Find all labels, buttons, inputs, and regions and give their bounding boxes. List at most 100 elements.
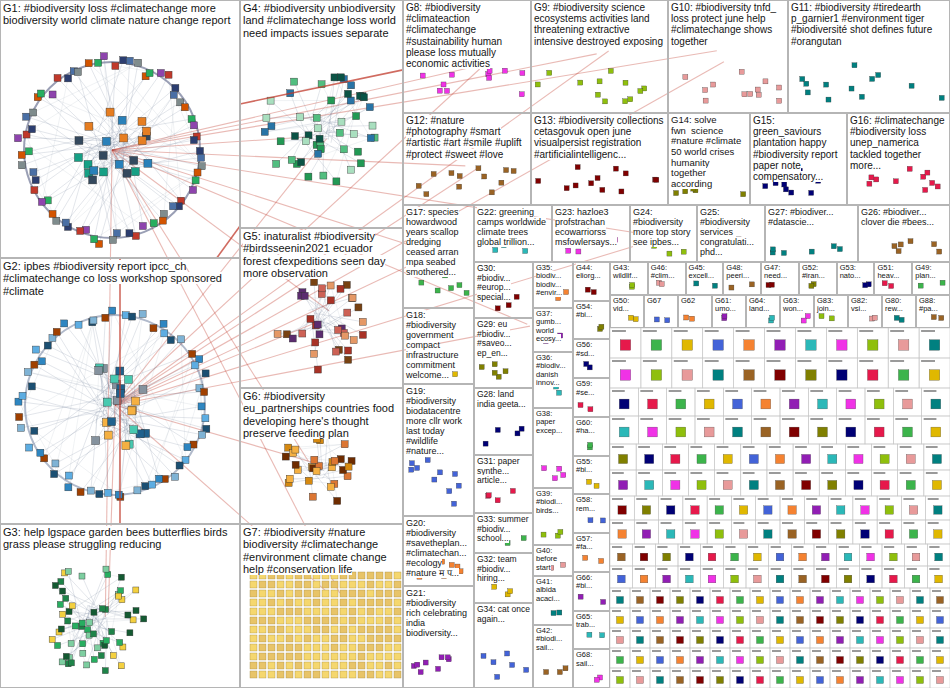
network-glyph <box>732 610 741 612</box>
network-glyph <box>16 413 23 420</box>
network-glyph <box>669 390 682 392</box>
network-glyph <box>313 653 320 660</box>
network-glyph <box>202 370 209 377</box>
network-glyph <box>725 418 738 420</box>
network-glyph <box>87 487 94 494</box>
network-glyph <box>678 566 701 588</box>
network-glyph <box>889 575 897 583</box>
network-glyph <box>30 169 37 176</box>
network-glyph <box>181 104 188 111</box>
network-glyph <box>695 388 723 416</box>
network-glyph <box>912 610 921 612</box>
network-glyph <box>910 608 930 628</box>
network-glyph <box>730 588 750 608</box>
network-glyph <box>908 239 913 244</box>
network-glyph <box>541 532 546 537</box>
network-glyph <box>118 147 201 167</box>
network-glyph <box>323 97 364 175</box>
network-glyph <box>818 427 828 437</box>
network-glyph <box>192 177 199 184</box>
network-glyph <box>859 544 882 566</box>
network-glyph <box>603 99 608 104</box>
network-glyph <box>305 173 312 180</box>
network-glyph <box>814 544 837 566</box>
network-glyph <box>924 418 937 420</box>
network-glyph <box>882 566 905 588</box>
group-label: G13: #biodiversity collections cetasgovu… <box>534 115 664 160</box>
network-glyph <box>752 416 780 444</box>
group-label: G8: #biodiversity #climateaction #climat… <box>406 2 502 69</box>
network-glyph <box>133 608 139 614</box>
network-glyph <box>872 590 881 592</box>
network-glyph <box>96 491 103 498</box>
network-glyph <box>869 175 874 180</box>
network-glyph <box>85 627 91 633</box>
network-glyph <box>27 135 53 214</box>
network-glyph <box>637 677 644 684</box>
network-glyph <box>912 630 921 632</box>
network-glyph <box>68 78 126 146</box>
isolate-grid <box>250 572 401 678</box>
network-glyph <box>138 117 146 125</box>
network-glyph <box>912 575 920 583</box>
network-glyph <box>340 644 347 651</box>
network-glyph <box>617 677 624 684</box>
network-glyph <box>632 590 641 592</box>
network-glyph <box>872 650 881 652</box>
network-glyph <box>906 454 915 463</box>
network-glyph <box>925 170 930 175</box>
network-glyph <box>905 566 928 588</box>
network-glyph <box>632 670 641 672</box>
network-glyph <box>819 470 845 496</box>
network-glyph <box>52 583 58 589</box>
network-glyph <box>457 283 462 288</box>
network-glyph <box>882 544 905 566</box>
network-glyph <box>331 626 338 633</box>
network-glyph <box>510 662 515 667</box>
network-glyph <box>643 360 657 362</box>
network-glyph <box>683 496 707 520</box>
network-glyph <box>542 466 547 471</box>
group-label: G10: #biodiversity tnfd_ loss protect ju… <box>671 2 776 47</box>
network-glyph <box>599 324 604 329</box>
network-glyph <box>806 370 817 381</box>
network-glyph <box>788 506 796 514</box>
network-glyph <box>623 171 628 176</box>
network-glyph <box>872 315 877 320</box>
network-glyph <box>69 577 121 611</box>
network-glyph <box>749 454 758 463</box>
network-glyph <box>274 330 281 337</box>
network-glyph <box>736 360 750 362</box>
network-glyph <box>80 641 86 647</box>
group-box: G5: inaturalist #biodiversity #birdsseen… <box>240 228 403 388</box>
network-glyph <box>777 85 782 90</box>
network-glyph <box>680 568 690 570</box>
network-glyph <box>367 599 374 606</box>
network-glyph <box>84 662 90 668</box>
network-glyph <box>677 657 684 664</box>
network-glyph <box>613 166 618 171</box>
network-glyph <box>341 441 348 448</box>
network-glyph <box>98 63 127 151</box>
network-glyph <box>797 657 804 664</box>
network-glyph <box>731 496 755 520</box>
network-glyph <box>674 360 688 362</box>
network-glyph <box>31 187 38 194</box>
network-glyph <box>741 192 746 197</box>
network-glyph <box>295 608 302 615</box>
network-glyph <box>709 522 720 524</box>
network-glyph <box>259 590 266 597</box>
network-glyph <box>116 593 122 599</box>
network-glyph <box>72 623 78 629</box>
network-glyph <box>817 657 824 664</box>
network-glyph <box>62 622 105 662</box>
network-glyph <box>701 566 724 588</box>
network-glyph <box>934 506 942 514</box>
network-glyph <box>638 89 643 94</box>
network-glyph <box>18 402 68 488</box>
network-glyph <box>65 618 71 624</box>
network-glyph <box>837 370 848 381</box>
network-glyph <box>712 670 721 672</box>
network-glyph <box>259 644 266 651</box>
network-glyph <box>648 399 658 409</box>
